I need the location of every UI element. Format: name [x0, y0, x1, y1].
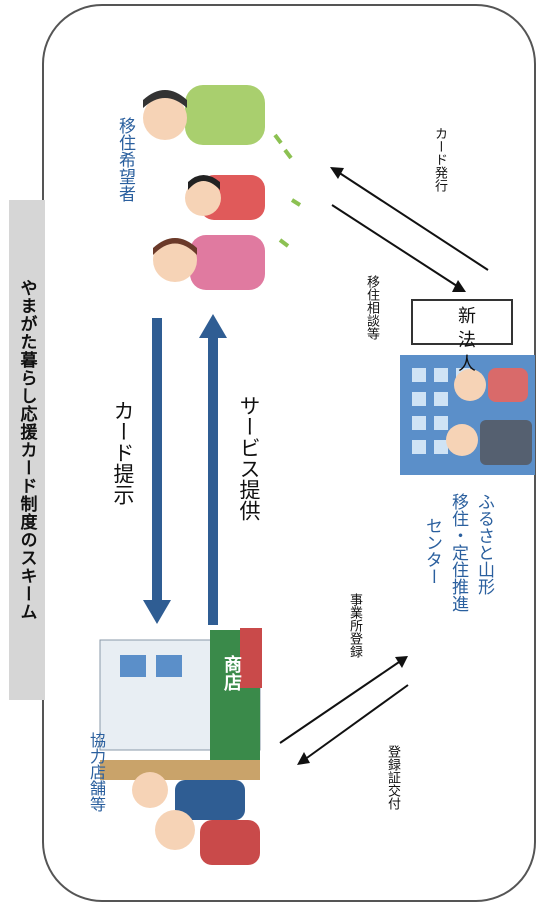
card-present-arrow: [143, 318, 171, 624]
title-band: やまがた暮らし応援カード制度のスキーム: [9, 200, 45, 700]
center-label-line1: ふるさと山形: [474, 493, 494, 595]
consultation-arrow: [331, 204, 466, 292]
certificate-issue-arrow: [297, 684, 409, 765]
certificate-issue-label: 登録証交付: [385, 745, 400, 810]
store-illustration: [99, 628, 262, 865]
service-provide-label: サービス提供: [237, 395, 261, 521]
center-label-line2: 移住・定住推進: [448, 493, 468, 612]
service-provide-arrow: [199, 314, 227, 625]
store-sign: 商店: [221, 655, 242, 691]
migrants-illustration: [143, 85, 302, 290]
card-issue-label: カード発行: [432, 127, 447, 192]
business-registration-label: 事業所登録: [347, 593, 362, 658]
business-registration-arrow: [279, 656, 408, 744]
migrants-label: 移住希望者: [115, 117, 135, 202]
consultation-label: 移住相談等: [364, 275, 379, 340]
center-label-line3: センター: [422, 517, 442, 585]
stores-label: 協力店舗等: [87, 732, 106, 812]
new-corporation-sign: 新法人: [455, 306, 476, 378]
center-building-illustration: [400, 299, 535, 475]
card-issue-arrow: [330, 167, 489, 271]
diagram-title: やまがた暮らし応援カード制度のスキーム: [16, 279, 37, 621]
card-present-label: カード提示: [111, 400, 135, 505]
